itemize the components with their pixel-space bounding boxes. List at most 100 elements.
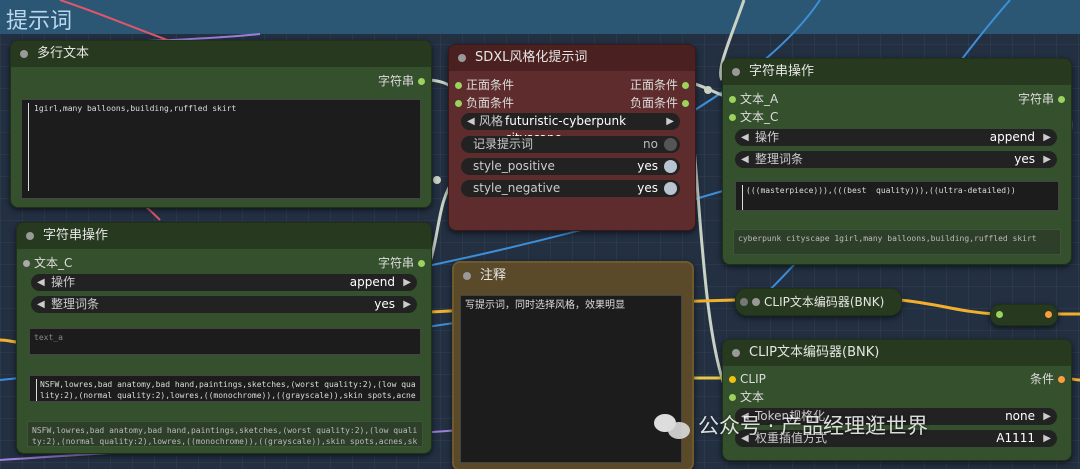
widget-value: yes [637,159,658,173]
collapse-dot-icon[interactable] [463,272,471,280]
style-combo[interactable]: ◀ 风格 futuristic-cyberpunk cityscape ▶ [461,113,680,145]
node-header[interactable]: CLIP文本编码器(BNK) [736,289,901,315]
arrow-left-icon[interactable]: ◀ [741,132,749,143]
toggle-knob-icon[interactable] [664,160,677,173]
collapse-dot-icon[interactable] [26,232,34,240]
output-port-negative[interactable]: 负面条件 [630,95,693,111]
collapse-dot-icon[interactable] [20,50,28,58]
text-a-input[interactable]: text_a [29,328,421,355]
weight-interpretation-combo[interactable]: ◀ 权重插值方式 A1111 ▶ [735,430,1057,447]
arrow-right-icon[interactable]: ▶ [403,299,411,310]
node-header[interactable]: CLIP文本编码器(BNK) [723,340,1071,366]
node-header[interactable]: 多行文本 [11,41,431,67]
collapse-dot-icon[interactable] [732,68,740,76]
output-port[interactable]: 字符串 [1018,91,1069,107]
port-dot-icon[interactable] [729,114,736,121]
port-dot-icon[interactable] [729,96,736,103]
port-label: 文本_C [740,110,779,124]
port-label: 正面条件 [466,78,515,92]
node-clip-encode-collapsed[interactable]: CLIP文本编码器(BNK) [735,288,902,316]
output-port[interactable]: 字符串 [378,73,429,89]
arrow-right-icon[interactable]: ▶ [666,116,674,127]
collapse-dot-icon[interactable] [458,54,466,62]
reroute-node[interactable] [990,304,1058,326]
collapse-dot-icon[interactable] [752,298,760,306]
arrow-right-icon[interactable]: ▶ [1043,411,1051,422]
node-header[interactable]: 注释 [454,263,692,289]
arrow-left-icon[interactable]: ◀ [467,116,475,127]
reroute-dot [433,176,441,184]
input-dot-icon[interactable] [740,298,748,306]
port-dot-icon[interactable] [455,100,462,107]
arrow-right-icon[interactable]: ▶ [1043,433,1051,444]
text-input[interactable]: 1girl,many balloons,building,ruffled ski… [21,99,421,199]
arrow-right-icon[interactable]: ▶ [1043,154,1051,165]
node-string-op-right[interactable]: 字符串操作 文本_A 文本_C 字符串 ◀ 操作 append ▶ ◀ 整理词条… [722,58,1072,265]
arrow-left-icon[interactable]: ◀ [37,277,45,288]
arrow-left-icon[interactable]: ◀ [37,299,45,310]
toggle-knob-icon[interactable] [664,138,677,151]
output-port-positive[interactable]: 正面条件 [630,77,693,93]
input-port-text[interactable]: 文本 [725,389,764,405]
input-port-text-a[interactable]: 文本_A [725,91,778,107]
operation-combo[interactable]: ◀ 操作 append ▶ [735,129,1057,146]
port-dot-icon[interactable] [996,311,1003,318]
toggle-knob-icon[interactable] [664,182,677,195]
node-title: 字符串操作 [749,64,815,79]
operation-combo[interactable]: ◀ 操作 append ▶ [31,274,417,291]
port-dot-icon[interactable] [729,376,736,383]
input-port-negative[interactable]: 负面条件 [451,95,514,111]
node-sdxl-style-prompt[interactable]: SDXL风格化提示词 正面条件 负面条件 正面条件 负面条件 ◀ 风格 futu… [448,44,696,231]
note-text[interactable]: 写提示词，同时选择风格，效果明显 [460,295,682,463]
input-port-text-c[interactable]: 文本_C [725,109,778,125]
port-dot-icon[interactable] [1058,96,1065,103]
input-port-positive[interactable]: 正面条件 [451,77,514,93]
widget-value: A1111 [996,431,1035,445]
node-multiline-text[interactable]: 多行文本 字符串 1girl,many balloons,building,ru… [10,40,432,208]
node-header[interactable]: 字符串操作 [17,223,431,249]
widget-label: style_negative [473,181,561,195]
widget-label: style_positive [473,159,555,173]
input-port-text-c[interactable]: 文本_C [19,255,72,271]
text-caret [36,379,37,401]
port-dot-icon[interactable] [1058,376,1065,383]
widget-label: 权重插值方式 [755,431,828,445]
text-b-input[interactable]: (((masterpiece))),(((best quality))),((u… [735,181,1059,211]
output-port[interactable]: 字符串 [378,255,429,271]
token-normalization-combo[interactable]: ◀ Token规格化 none ▶ [735,408,1057,425]
input-port-clip[interactable]: CLIP [725,371,766,387]
arrow-left-icon[interactable]: ◀ [741,154,749,165]
port-dot-icon[interactable] [455,82,462,89]
port-dot-icon[interactable] [729,394,736,401]
arrow-right-icon[interactable]: ▶ [403,277,411,288]
port-dot-icon[interactable] [418,260,425,267]
tidy-combo[interactable]: ◀ 整理词条 yes ▶ [31,296,417,313]
arrow-left-icon[interactable]: ◀ [741,411,749,422]
group-header[interactable]: 提示词 [0,0,1080,34]
node-header[interactable]: SDXL风格化提示词 [449,45,695,71]
node-string-op-left[interactable]: 字符串操作 文本_C 字符串 ◀ 操作 append ▶ ◀ 整理词条 yes … [16,222,432,454]
widget-value: no [643,137,658,151]
port-dot-icon[interactable] [682,82,689,89]
output-port-conditioning[interactable]: 条件 [1030,371,1069,387]
log-prompt-toggle[interactable]: 记录提示词 no [461,136,680,153]
node-title: CLIP文本编码器(BNK) [749,345,880,360]
port-dot-icon[interactable] [23,260,30,267]
style-positive-toggle[interactable]: style_positive yes [461,158,680,175]
arrow-left-icon[interactable]: ◀ [741,433,749,444]
text-c-input[interactable]: NSFW,lowres,bad anatomy,bad hand,paintin… [29,375,421,402]
result-output: cyberpunk cityscape 1girl,many balloons,… [733,229,1061,255]
node-header[interactable]: 字符串操作 [723,59,1071,85]
tidy-combo[interactable]: ◀ 整理词条 yes ▶ [735,151,1057,168]
port-dot-icon[interactable] [682,100,689,107]
node-clip-encode[interactable]: CLIP文本编码器(BNK) CLIP 文本 条件 ◀ Token规格化 non… [722,339,1072,461]
collapse-dot-icon[interactable] [732,349,740,357]
wechat-icon [652,410,692,440]
node-note[interactable]: 注释 写提示词，同时选择风格，效果明显 [452,261,694,469]
port-dot-icon[interactable] [1045,311,1052,318]
style-negative-toggle[interactable]: style_negative yes [461,180,680,197]
port-dot-icon[interactable] [418,78,425,85]
arrow-right-icon[interactable]: ▶ [1043,132,1051,143]
widget-value: yes [637,181,658,195]
